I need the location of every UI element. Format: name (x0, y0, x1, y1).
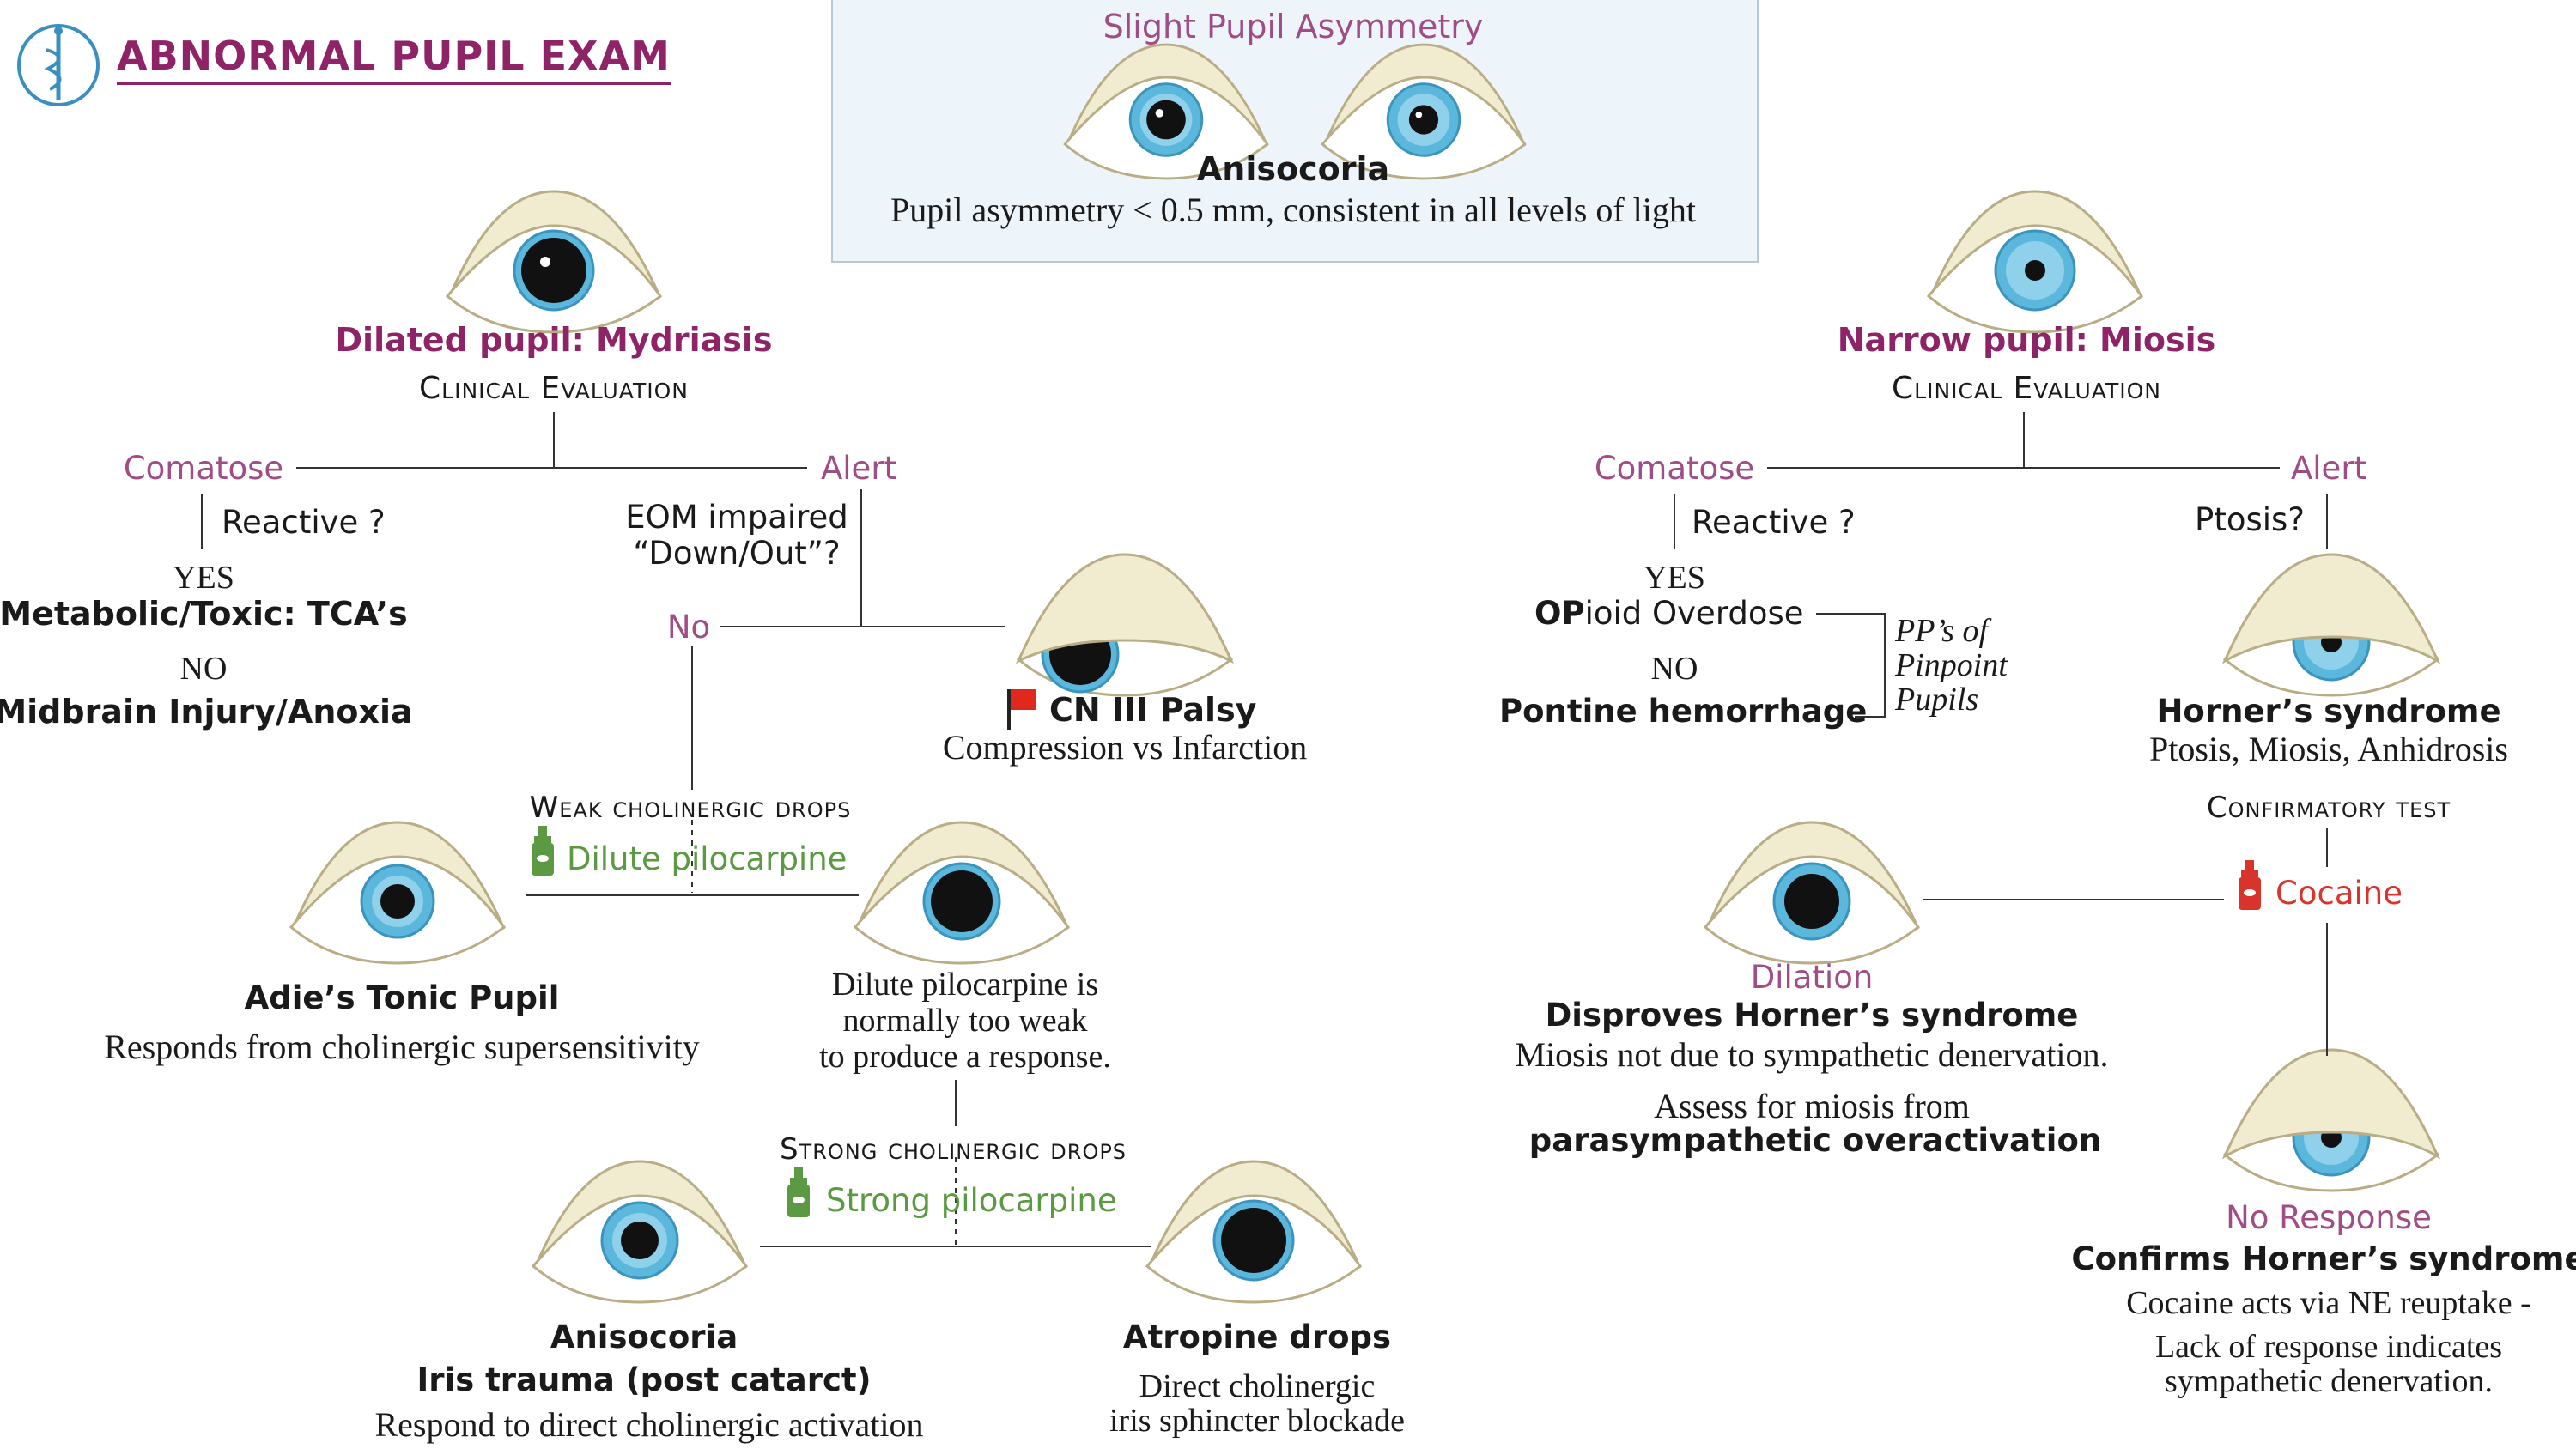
disproves-label: Disproves Horner’s syndrome (1545, 997, 2079, 1034)
eom-line2: “Down/Out”? (633, 535, 841, 572)
pontine-hemorrhage: Pontine hemorrhage (1499, 693, 1868, 731)
eye-left-small-pupil (1063, 43, 1269, 180)
eye-atropine-dilated (1145, 1160, 1362, 1304)
eye-cn3-palsy (1015, 553, 1235, 697)
confirmatory-test: Confirmatory test (2206, 791, 2451, 825)
dilute-pilocarpine-label: Dilute pilocarpine (567, 840, 848, 877)
right-comatose: Comatose (1589, 450, 1760, 488)
eye-constricted-pupil (1927, 190, 2143, 334)
opioid-o: O (1534, 595, 1562, 632)
left-yes: YES (173, 560, 234, 596)
confirms-line1: Cocaine acts via NE reuptake - (2126, 1285, 2531, 1321)
eye-adie-small (289, 821, 506, 965)
right-yes: YES (1643, 560, 1705, 596)
right-reactive: Reactive ? (1692, 504, 1856, 541)
cocaine-label: Cocaine (2275, 875, 2403, 912)
pp-line3: Pupils (1895, 682, 1979, 718)
dilute-note-line2: normally too weak (842, 1003, 1088, 1039)
left-alert: Alert (815, 450, 902, 488)
adie-label: Adie’s Tonic Pupil (244, 979, 560, 1016)
pp-line2: Pinpoint (1895, 647, 2008, 683)
cn3-palsy-label: CN III Palsy (1049, 691, 1257, 729)
dilation-label: Dilation (1750, 959, 1874, 996)
dilute-note-line1: Dilute pilocarpine is (831, 967, 1099, 1003)
adie-desc: Responds from cholinergic supersensitivi… (104, 1028, 700, 1066)
top-anisocoria-desc: Pupil asymmetry < 0.5 mm, consistent in … (890, 191, 1697, 229)
top-heading: Slight Pupil Asymmetry (1103, 8, 1484, 45)
atropine-desc-line1: Direct cholinergic (1139, 1368, 1376, 1404)
eye-horner-ptosis (2221, 553, 2441, 697)
iris-trauma-desc: Respond to direct cholinergic activation (374, 1405, 924, 1444)
weak-drops-label: Weak cholinergic drops (529, 791, 852, 825)
left-no: NO (179, 651, 228, 687)
right-no: NO (1650, 651, 1698, 687)
opioid-overdose: OPioid Overdose (1534, 595, 1804, 633)
caduceus-logo-icon (17, 24, 100, 106)
dropper-bottle-icon (532, 826, 554, 876)
dropper-bottle-icon (787, 1167, 810, 1217)
eye-right-smaller-pupil (1321, 43, 1527, 180)
assess-line1: Assess for miosis from (1654, 1087, 1970, 1125)
eye-iris-trauma (532, 1160, 748, 1304)
mydriasis-clinical-eval: Clinical Evaluation (419, 371, 689, 406)
horner-label: Horner’s syndrome (2156, 693, 2501, 730)
miosis-clinical-eval: Clinical Evaluation (1892, 371, 2161, 406)
left-reactive: Reactive ? (222, 504, 386, 541)
eom-line1: EOM impaired (625, 499, 848, 536)
top-anisocoria-label: Anisocoria (1196, 150, 1390, 188)
red-flag-icon (1007, 689, 1036, 730)
iris-anisocoria-label: Anisocoria (550, 1319, 738, 1355)
pp-line1: PP’s of (1895, 613, 1989, 649)
eye-cocaine-no-response (2221, 1048, 2441, 1192)
eye-cocaine-dilation (1704, 821, 1920, 965)
iris-trauma-label: Iris trauma (post catarct) (416, 1361, 872, 1398)
cocaine-bottle-icon (2239, 860, 2261, 910)
mydriasis-heading: Dilated pupil: Mydriasis (335, 321, 773, 359)
atropine-label: Atropine drops (1122, 1319, 1392, 1355)
left-no2: No (661, 609, 716, 646)
connector-lines (201, 412, 2328, 1247)
strong-pilocarpine-label: Strong pilocarpine (826, 1182, 1117, 1219)
disproves-desc: Miosis not due to sympathetic denervatio… (1515, 1035, 2109, 1074)
dilute-note-line3: to produce a response. (819, 1039, 1111, 1075)
confirms-label: Confirms Horner’s syndrome (2071, 1240, 2576, 1277)
page-title: ABNORMAL PUPIL EXAM (117, 33, 671, 85)
strong-drops-label: Strong cholinergic drops (779, 1132, 1127, 1167)
confirms-line2: Lack of response indicates (2154, 1329, 2503, 1365)
ptosis-question: Ptosis? (2195, 501, 2305, 538)
left-comatose: Comatose (118, 450, 289, 488)
cn3-palsy-desc: Compression vs Infarction (942, 728, 1308, 767)
miosis-heading: Narrow pupil: Miosis (1837, 321, 2216, 359)
opioid-rest: ioid Overdose (1584, 595, 1804, 632)
eye-dilated-no-response (854, 821, 1070, 965)
opioid-p: P (1561, 595, 1585, 632)
left-yes-result: Metabolic/Toxic: TCA’s (0, 595, 408, 633)
no-response-label: No Response (2226, 1199, 2432, 1236)
horner-desc: Ptosis, Miosis, Anhidrosis (2149, 730, 2508, 768)
right-alert: Alert (2285, 450, 2372, 488)
left-no-result: Midbrain Injury/Anoxia (0, 693, 413, 731)
anisocoria-box (831, 0, 1759, 263)
pontine-rest: ontine hemorrhage (1522, 693, 1868, 730)
eye-dilated-pupil (446, 190, 662, 334)
pontine-p: P (1499, 693, 1523, 730)
assess-line2: parasympathetic overactivation (1528, 1122, 2102, 1159)
atropine-desc-line2: iris sphincter blockade (1109, 1403, 1406, 1439)
confirms-line3: sympathetic denervation. (2165, 1363, 2493, 1399)
